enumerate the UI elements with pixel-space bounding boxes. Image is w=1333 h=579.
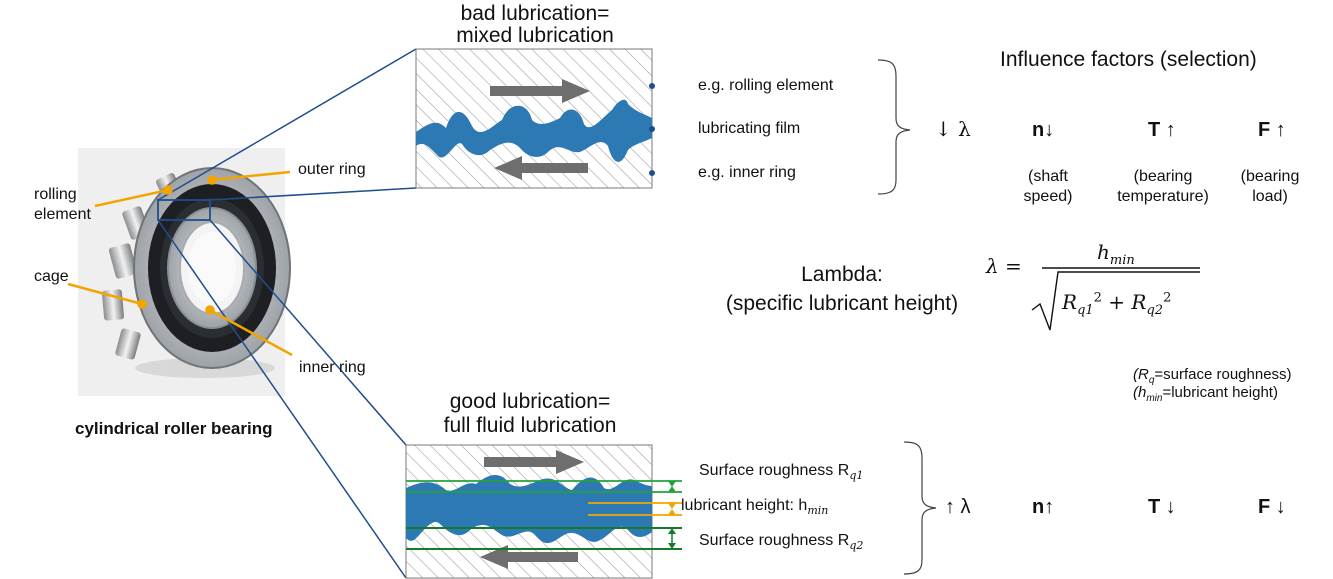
factor-f-bad: F ↑: [1258, 119, 1286, 141]
arrow-right-icon: [484, 450, 584, 474]
arrow-left-icon: [494, 156, 588, 180]
mixed-title-line2: mixed lubrication: [456, 24, 614, 47]
bearing-photo: [78, 148, 291, 396]
full-title-line1: good lubrication=: [449, 390, 611, 413]
factor-t-desc-line2: temperature): [1117, 188, 1209, 205]
brace-full: [903, 441, 937, 575]
factor-n-desc-line2: speed): [1023, 188, 1073, 205]
lambda-formula-denominator: Rq12 + Rq22: [1062, 290, 1172, 318]
zoom-lines: [157, 48, 417, 579]
full-label-roughness-1: Surface roughness Rq1: [699, 462, 864, 483]
bearing-caption: cylindrical roller bearing: [75, 419, 273, 438]
rolling-element-label-line1: rolling: [34, 186, 77, 203]
rolling-element-label-line2: element: [34, 206, 91, 223]
lambda-label-line1: Lambda:: [801, 263, 883, 286]
lambda-formula-lines: [1031, 267, 1200, 331]
inner-ring-label: inner ring: [299, 359, 366, 376]
cage-label: cage: [34, 268, 69, 285]
full-label-lubricant-height: lubricant height: hmin: [681, 497, 829, 518]
factor-f-good: F ↓: [1258, 496, 1286, 518]
mixed-lubrication-panel: [415, 48, 655, 189]
mixed-lambda-decrease: ↓ λ: [935, 117, 971, 141]
factor-n-bad: n↓: [1032, 119, 1055, 141]
lubricant-height-indicator-icon: [668, 503, 676, 515]
factor-f-desc-line2: load): [1252, 188, 1288, 205]
lambda-label-line2: (specific lubricant height): [725, 292, 959, 315]
factor-n-good: n↑: [1032, 496, 1055, 518]
factor-t-good: T ↓: [1148, 496, 1176, 518]
arrow-left-icon: [480, 545, 578, 569]
mixed-lubricating-film: [416, 99, 652, 162]
full-lubrication-panel: [405, 444, 682, 579]
full-title-line2: full fluid lubrication: [443, 414, 617, 437]
bearing-leader-lines: [67, 170, 293, 357]
roughness-2-indicator-icon: [668, 528, 676, 549]
full-lambda-increase: ↑ λ: [945, 496, 971, 518]
factor-n-desc-line1: (shaft: [1027, 168, 1068, 185]
mixed-label-lubricating-film: lubricating film: [698, 120, 801, 137]
arrow-right-icon: [490, 79, 590, 103]
outer-ring-label: outer ring: [298, 161, 366, 178]
influence-title: Influence factors (selection): [1000, 48, 1257, 71]
full-label-roughness-2: Surface roughness Rq2: [699, 532, 864, 553]
mixed-label-inner-ring: e.g. inner ring: [698, 164, 796, 181]
legend-lubricant-height: (hmin=lubricant height): [1133, 384, 1278, 404]
legend-surface-roughness: (Rq=surface roughness): [1133, 366, 1292, 386]
factor-t-bad: T ↑: [1148, 119, 1176, 141]
mixed-label-rolling-element: e.g. rolling element: [698, 77, 834, 94]
brace-mixed: [877, 59, 911, 195]
factor-t-desc-line1: (bearing: [1133, 168, 1193, 185]
mixed-title-line1: bad lubrication=: [460, 2, 610, 25]
lambda-formula-lhs: λ =: [986, 254, 1022, 278]
lambda-formula-numerator: hmin: [1097, 240, 1135, 268]
roughness-1-indicator-icon: [668, 481, 676, 492]
factor-f-desc-line1: (bearing: [1240, 168, 1300, 185]
